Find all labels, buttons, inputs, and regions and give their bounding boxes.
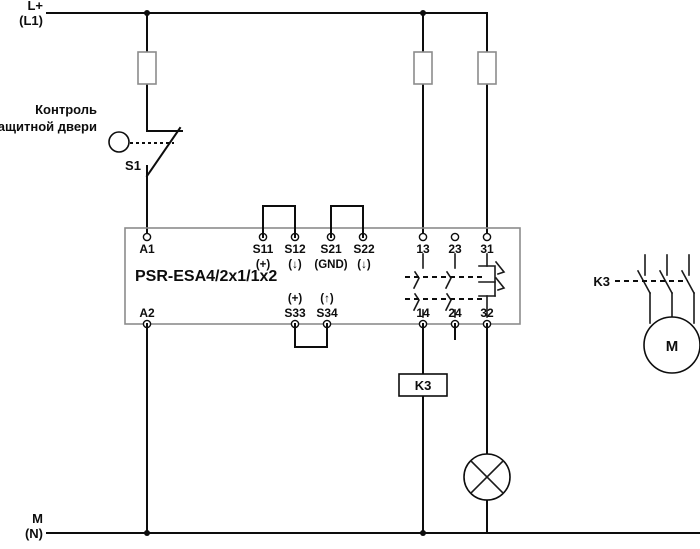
motor-body — [643, 316, 700, 374]
relay-device-name: PSR-ESA4/2x1/1x2 — [135, 268, 277, 285]
contact-32-bracket — [478, 281, 496, 297]
fuse-13-body — [413, 51, 433, 85]
bottom-terminal-labels: A2 (+) S33 (↑) S34 14 24 32 — [139, 293, 494, 320]
bottom-rail-label-line2: (N) — [25, 526, 43, 541]
internal-contact-31-32 — [478, 253, 506, 318]
fuse-13 — [413, 51, 433, 85]
top-rail-label: L+ (L1) — [19, 0, 43, 28]
label-s22: S22 — [353, 242, 375, 256]
s1-blade — [145, 126, 182, 178]
label-s34-sub: (↑) — [320, 293, 334, 305]
contact-mechanical-coupling — [405, 276, 482, 300]
label-s12-sub: (↓) — [288, 259, 302, 271]
label-13: 13 — [416, 242, 430, 256]
jumper-s21-s22 — [330, 205, 364, 238]
bottom-power-rail — [46, 530, 700, 536]
label-s22-sub: (↓) — [357, 259, 371, 271]
supply-branch-wires — [146, 12, 488, 238]
motor-label: M — [666, 338, 679, 355]
contactor-coil-k3[interactable]: K3 — [398, 373, 448, 397]
label-s11: S11 — [253, 242, 274, 256]
motor-contactor-label: K3 — [593, 274, 610, 289]
output-wiring — [146, 323, 488, 534]
label-31: 31 — [480, 242, 494, 256]
fuse-a1-body — [137, 51, 157, 85]
k3-coil-label: K3 — [415, 378, 432, 393]
relay-top-terminals — [142, 232, 492, 242]
jumper-s11-s12 — [262, 205, 296, 238]
door-monitor-annotation: Контроль защитной двери S1 — [0, 102, 141, 173]
label-a2: A2 — [139, 306, 155, 320]
top-rail-label-line1: L+ — [27, 0, 43, 13]
junction-dot-a2-bottom — [144, 530, 150, 536]
label-s33: S33 — [284, 306, 306, 320]
label-a1: A1 — [139, 242, 155, 256]
contact-23-blade — [444, 270, 452, 290]
label-14: 14 — [416, 306, 430, 320]
label-s21-sub: (GND) — [314, 259, 347, 271]
fuse-31 — [477, 51, 497, 85]
label-s12: S12 — [284, 242, 306, 256]
relay-block[interactable] — [124, 227, 521, 325]
fuse-a1 — [137, 51, 157, 85]
contact-32-arrow — [494, 276, 506, 292]
motor-pole-2-blade — [658, 269, 674, 295]
terminal-23[interactable] — [450, 232, 460, 242]
label-s33-sub: (+) — [288, 293, 303, 305]
junction-dot-14-bottom — [420, 530, 426, 536]
fuse-31-body — [477, 51, 497, 85]
s1-actuator-circle — [108, 131, 130, 153]
terminal-31[interactable] — [482, 232, 492, 242]
contact-31-arrow — [494, 260, 506, 276]
bottom-rail-label: M (N) — [25, 511, 43, 541]
terminal-13[interactable] — [418, 232, 428, 242]
relay-block-outline — [124, 227, 521, 325]
safety-door-switch-s1[interactable] — [108, 126, 183, 178]
jumper-s33-s34 — [294, 323, 328, 348]
label-24: 24 — [448, 306, 462, 320]
label-32: 32 — [480, 306, 494, 320]
jumper-s33-s34-wire — [294, 323, 328, 348]
door-monitor-line1: Контроль — [35, 102, 97, 117]
contact-31-bracket — [478, 265, 496, 283]
top-power-rail — [46, 10, 488, 16]
label-23: 23 — [448, 242, 462, 256]
top-rail-label-line2: (L1) — [19, 13, 43, 28]
s1-label: S1 — [125, 158, 141, 173]
lamp-cross-stroke-2 — [469, 459, 505, 495]
top-terminal-labels: A1 S11 (+) S12 (↓) S21 (GND) S22 (↓) 13 … — [139, 242, 494, 271]
contact-13-blade — [412, 270, 420, 290]
label-s21: S21 — [320, 242, 342, 256]
bottom-rail-label-line1: M — [32, 511, 43, 526]
motor-contactor-group: M — [615, 254, 700, 374]
terminal-a1[interactable] — [142, 232, 152, 242]
label-s34: S34 — [316, 306, 338, 320]
label-s11-sub: (+) — [256, 259, 271, 271]
indicator-lamp — [463, 453, 511, 501]
k3-coil-body — [398, 373, 448, 397]
door-monitor-line2: защитной двери — [0, 119, 97, 134]
jumper-s11-s12-wire — [262, 205, 296, 238]
jumper-s21-s22-wire — [330, 205, 364, 238]
